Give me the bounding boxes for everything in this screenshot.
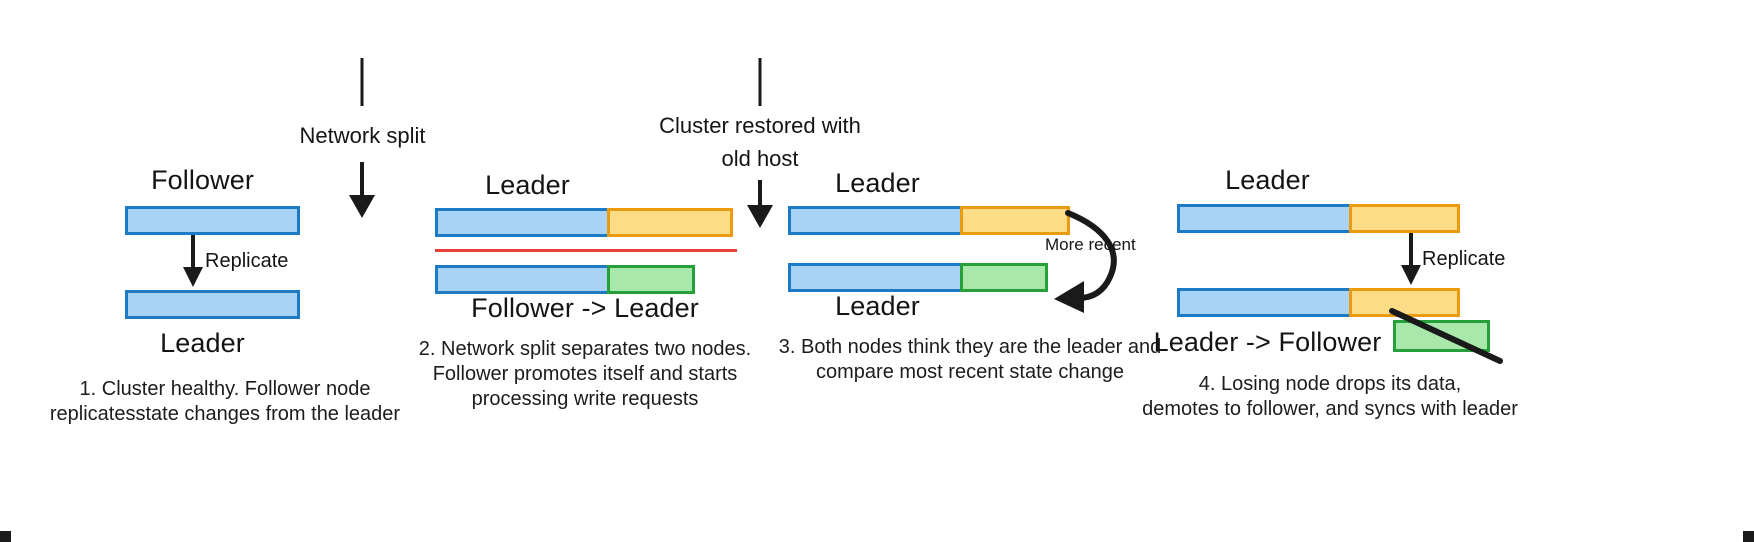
vertical-tick-line	[360, 58, 364, 106]
panel-4-caption: 4. Losing node drops its data, demotes t…	[1140, 372, 1520, 422]
log-segment-blue	[435, 265, 610, 294]
log-segment-blue	[125, 206, 300, 235]
caption-line: 3. Both nodes think they are the leader …	[778, 336, 1162, 358]
log-segment-blue	[1177, 204, 1352, 233]
strike-through-icon	[1389, 308, 1503, 364]
panel-1-caption: 1. Cluster healthy. Follower node replic…	[20, 377, 430, 427]
caption-line: processing write requests	[471, 388, 699, 410]
caption-line: 2. Network split separates two nodes.	[418, 338, 752, 360]
panel-1-bottom-bar	[125, 290, 300, 319]
log-segment-blue	[788, 263, 963, 292]
panel-4: Leader Replicate Leader -> Follower 4. L…	[1142, 165, 1745, 420]
replicate-arrow-icon	[1401, 233, 1421, 285]
transition-cluster-restored-label-line1: Cluster restored with	[659, 113, 861, 138]
panel-1-replicate-label: Replicate	[205, 250, 289, 272]
log-segment-blue	[1177, 288, 1352, 317]
panel-2-bottom-label: Follower -> Leader	[471, 293, 699, 323]
panel-3-bottom-bar	[788, 263, 1048, 292]
panel-3-more-recent-label: More recent	[1045, 235, 1136, 254]
panel-4-replicate-label: Replicate	[1422, 248, 1506, 270]
panel-4-bottom-bar	[1177, 288, 1460, 317]
caption-line: 1. Cluster healthy. Follower node	[79, 378, 371, 400]
panel-2-bottom-bar	[435, 265, 695, 294]
more-recent-curved-arrow-icon	[1054, 210, 1117, 313]
log-segment-yellow	[607, 208, 733, 237]
panel-3: Leader More recent Leader 3. Both nodes …	[755, 165, 1185, 415]
panel-4-bottom-label: Leader -> Follower	[1153, 327, 1382, 357]
transition-network-split-label: Network split	[299, 123, 426, 148]
network-split-divider	[435, 249, 737, 252]
log-segment-green	[960, 263, 1048, 292]
down-arrow-icon	[349, 162, 375, 218]
panel-2-caption: 2. Network split separates two nodes. Fo…	[405, 337, 765, 412]
down-arrow-icon	[747, 180, 773, 228]
panel-1-top-bar	[125, 206, 300, 235]
panel-3-caption: 3. Both nodes think they are the leader …	[755, 335, 1185, 385]
caption-line: 4. Losing node drops its data,	[1198, 373, 1462, 395]
panel-1-top-label: Follower	[151, 165, 254, 195]
log-segment-blue	[435, 208, 610, 237]
log-segment-yellow	[1349, 204, 1460, 233]
panel-2-top-bar	[435, 208, 733, 237]
panel-2: Leader Follower -> Leader 2. Network spl…	[405, 165, 780, 415]
transition-cluster-restored-label-line2: old host	[721, 146, 799, 171]
panel-4-top-label: Leader	[1225, 165, 1310, 195]
panel-2-top-label: Leader	[485, 170, 570, 200]
panel-3-top-label: Leader	[835, 168, 920, 198]
panel-3-bottom-label: Leader	[835, 291, 920, 321]
caption-line: compare most recent state change	[816, 361, 1124, 383]
log-segment-green	[607, 265, 695, 294]
replicate-arrow-icon	[183, 235, 203, 287]
panel-4-top-bar	[1177, 204, 1460, 233]
log-segment-yellow	[1349, 288, 1460, 317]
log-segment-blue	[125, 290, 300, 319]
caption-line: demotes to follower, and syncs with lead…	[1142, 398, 1518, 420]
panel-1-bottom-label: Leader	[160, 328, 245, 358]
corner-mark-bottom-left	[0, 531, 11, 542]
caption-line: replicatesstate changes from the leader	[49, 403, 401, 425]
caption-line: Follower promotes itself and starts	[432, 363, 738, 385]
panel-1: Follower Replicate Leader 1. Cluster hea…	[20, 165, 430, 425]
vertical-tick-line	[758, 58, 762, 106]
log-segment-blue	[788, 206, 963, 235]
corner-mark-bottom-right	[1743, 531, 1754, 542]
log-segment-yellow	[960, 206, 1070, 235]
panel-3-top-bar	[788, 206, 1070, 235]
